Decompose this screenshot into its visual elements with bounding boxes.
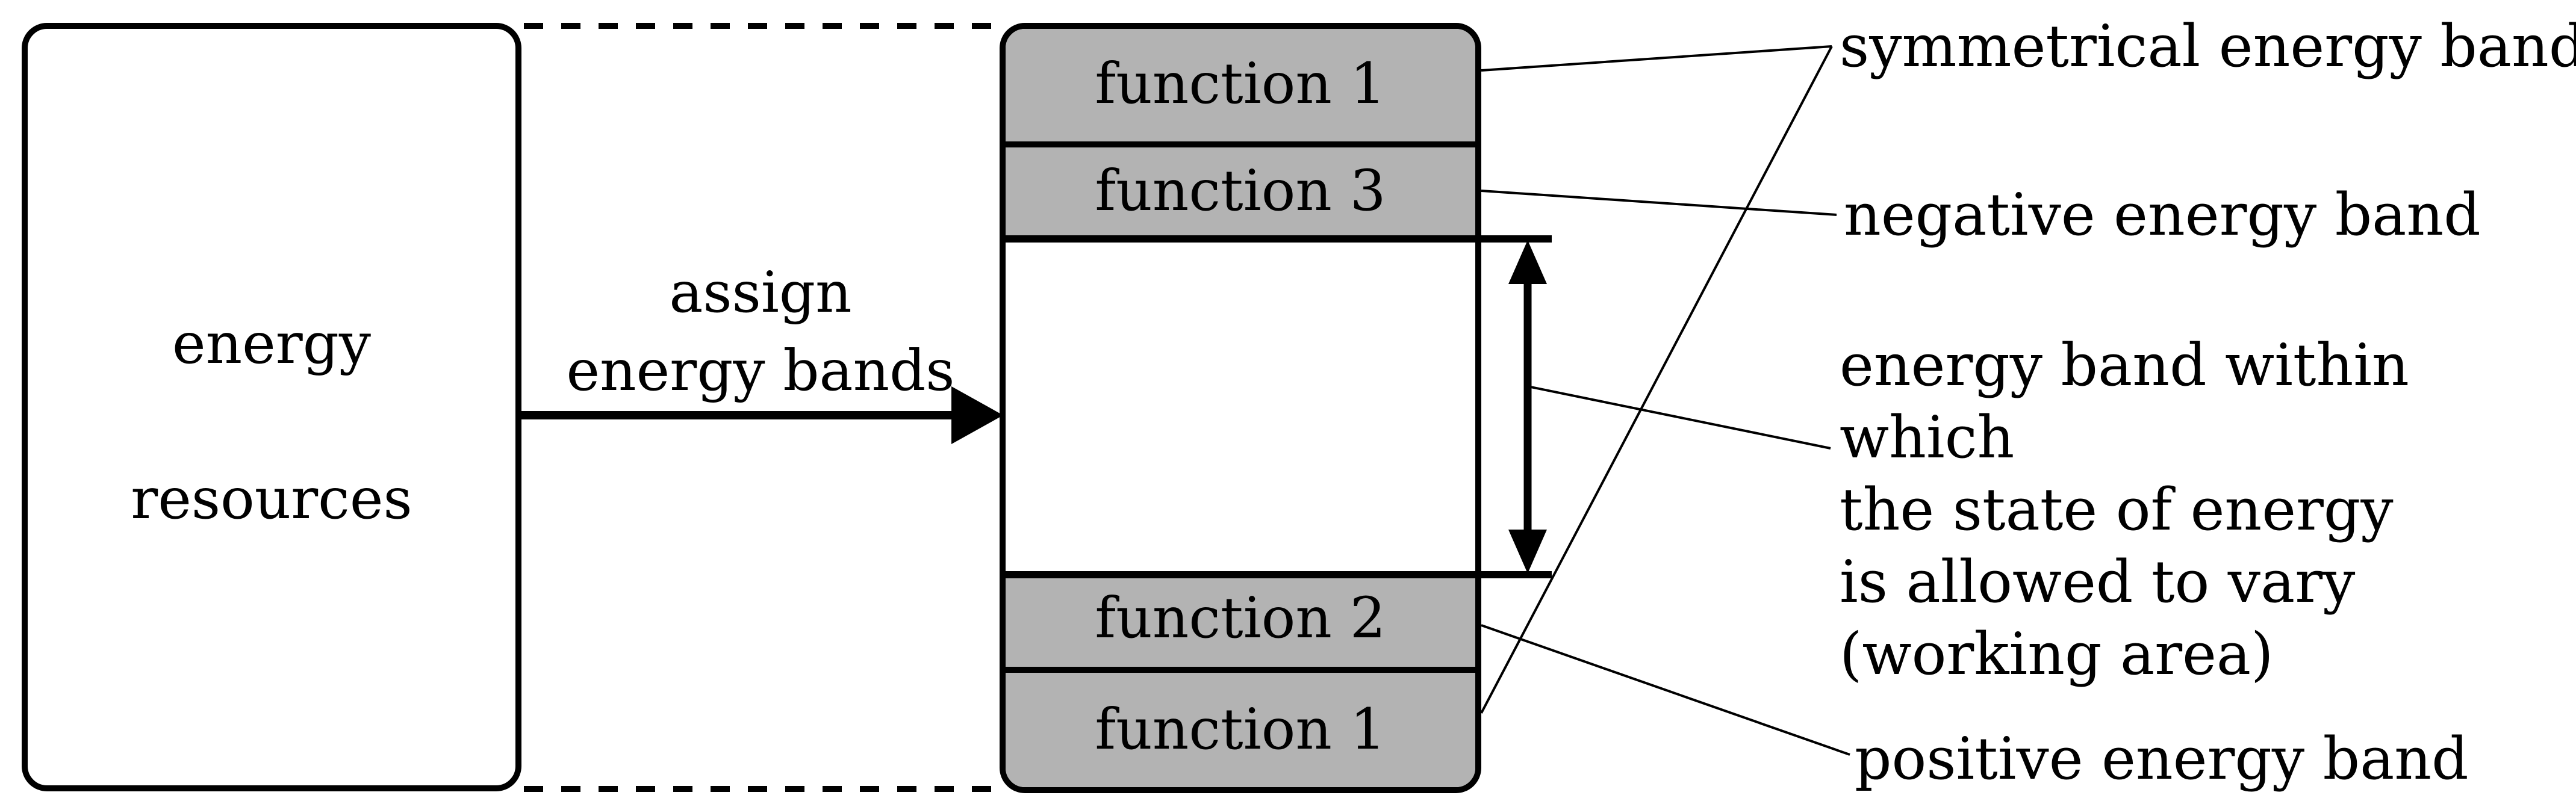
annotation-working-area: energy band within which the state of en…	[1840, 329, 2562, 690]
annotation-working-area-line1: energy band within which	[1840, 332, 2409, 471]
band-label-function2: function 2	[1095, 586, 1386, 651]
band-label-function3: function 3	[1095, 158, 1386, 224]
band-label-function1-bottom: function 1	[1095, 697, 1386, 762]
connector-function2-to-positive	[1481, 624, 1850, 756]
connector-working-area-to-label	[1527, 385, 1831, 450]
annotation-positive-energy-band: positive energy band	[1855, 725, 2469, 793]
energy-resources-box	[22, 23, 521, 791]
annotation-negative-energy-band: negative energy band	[1844, 181, 2481, 249]
connector-bottom-function1-to-symmetrical	[1480, 46, 1833, 714]
band-function2	[1006, 575, 1475, 670]
annotation-symmetrical-energy-band: symmetrical energy band	[1840, 13, 2576, 80]
annotation-working-area-line3: is allowed to vary	[1840, 548, 2356, 616]
annotation-working-area-line4: (working area)	[1840, 620, 2274, 688]
double-arrow-down-head-icon	[1508, 530, 1547, 573]
assign-arrow-label-line2: energy bands	[566, 338, 955, 404]
left-box-label-energy: energy	[172, 311, 371, 377]
connector-function3-to-negative	[1481, 190, 1837, 216]
left-box-label-resources: resources	[131, 466, 412, 532]
double-arrow-up-head-icon	[1508, 240, 1547, 284]
assign-arrow-label-line1: assign	[669, 260, 852, 326]
band-function1-top	[1006, 29, 1475, 144]
band-function3	[1006, 144, 1475, 239]
assign-arrow-head-icon	[951, 386, 1003, 444]
energy-bands-stack-box	[1000, 23, 1481, 793]
band-function1-bottom	[1006, 670, 1475, 787]
band-label-function1-top: function 1	[1095, 51, 1386, 117]
annotation-working-area-line2: the state of energy	[1840, 476, 2394, 543]
connector-top-function1-to-symmetrical	[1481, 45, 1832, 72]
